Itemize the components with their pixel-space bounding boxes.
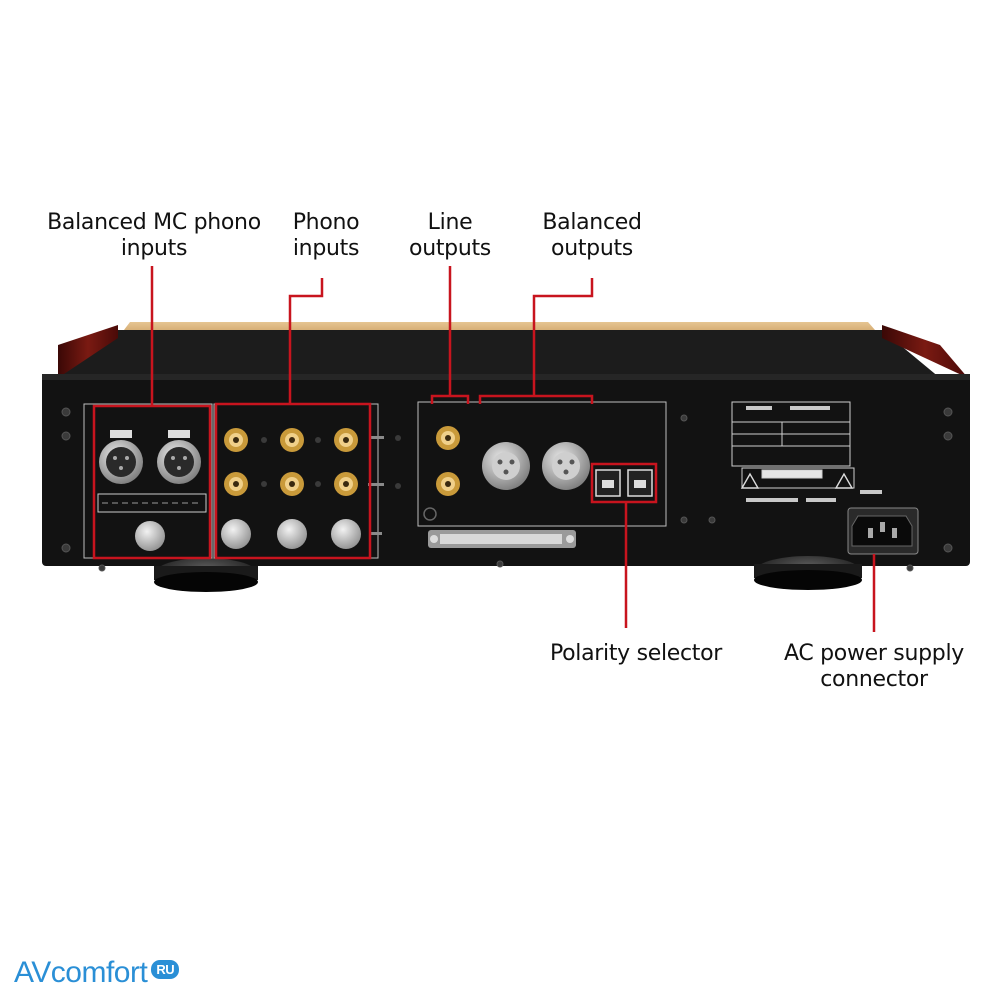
- phono-ground-terminals: [221, 519, 361, 549]
- leader-lines: [150, 266, 876, 632]
- callout-line-1: Line: [427, 210, 473, 235]
- callout-polarity-selector: Polarity selector: [534, 641, 738, 667]
- polarity-switches: [595, 469, 653, 497]
- screws: [61, 407, 953, 572]
- callout-line-2: inputs: [292, 236, 360, 261]
- callout-line-1: AC power supply: [784, 641, 964, 666]
- callout-balanced-mc-phono-inputs: Balanced MC phono inputs: [36, 210, 272, 262]
- rca-line-outputs: [436, 426, 460, 496]
- callout-line-1: Phono: [292, 210, 360, 235]
- callout-line-2: outputs: [409, 236, 491, 261]
- xlr-input-left: [99, 440, 143, 484]
- xlr-balanced-outputs: [482, 442, 590, 490]
- callout-balanced-outputs: Balanced outputs: [530, 210, 654, 262]
- left-wood-side: [58, 325, 118, 378]
- callout-line-1: Balanced: [542, 210, 642, 235]
- ground-terminal: [135, 521, 165, 551]
- callout-line-2: connector: [820, 667, 928, 692]
- xlr-input-right: [157, 440, 201, 484]
- callout-line-outputs: Line outputs: [400, 210, 500, 262]
- watermark-brand: AVcomfort: [14, 956, 148, 989]
- rca-phono-inputs: [224, 428, 358, 496]
- callout-line-1: Balanced MC phono: [47, 210, 261, 235]
- callout-ac-power-supply-connector: AC power supply connector: [768, 641, 980, 693]
- right-wood-side: [882, 325, 968, 378]
- callout-line-2: outputs: [551, 236, 633, 261]
- spec-label: [731, 401, 855, 489]
- callout-line-2: inputs: [120, 236, 188, 261]
- callout-line-1: Polarity selector: [549, 641, 723, 666]
- callout-phono-inputs: Phono inputs: [278, 210, 374, 262]
- ac-inlet: [847, 507, 919, 555]
- watermark-badge: RU: [151, 960, 180, 979]
